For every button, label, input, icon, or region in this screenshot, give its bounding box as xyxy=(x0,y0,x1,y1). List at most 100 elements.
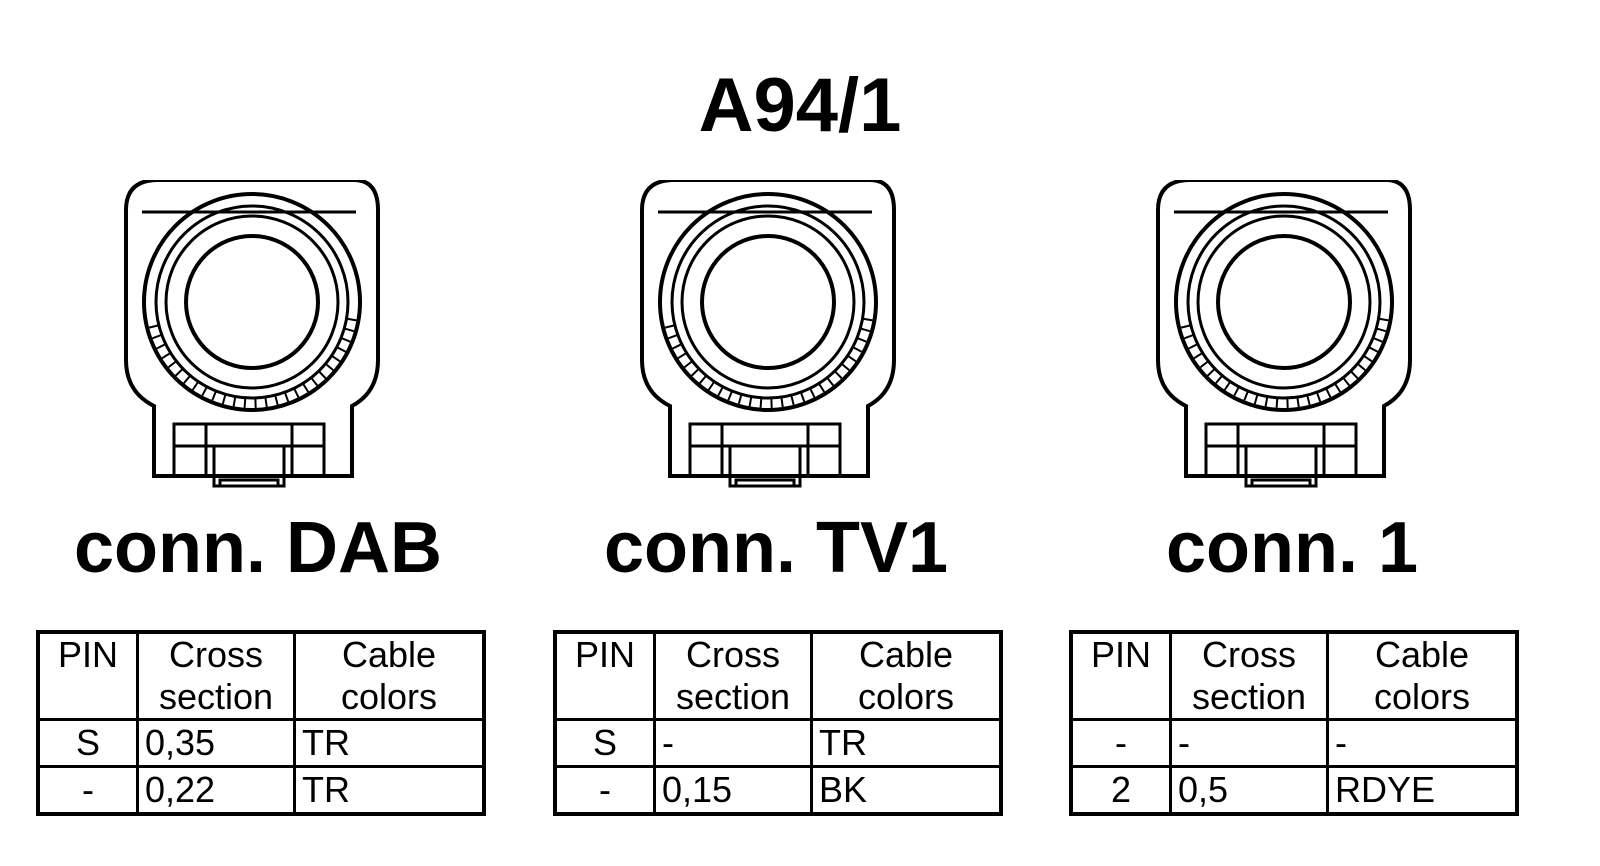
knurl-ring xyxy=(670,204,866,400)
cross-section-cell: 0,5 xyxy=(1169,765,1329,816)
knurl-tick xyxy=(1315,391,1322,402)
pin-cell: S xyxy=(36,718,139,768)
knurl-tick xyxy=(1275,397,1279,408)
pin-cell: S xyxy=(553,718,656,768)
pin-header: PIN xyxy=(1069,630,1172,721)
knurl-ring xyxy=(1186,204,1382,400)
knurl-tick xyxy=(1342,377,1351,387)
table-row: S 0,35 TR xyxy=(36,718,486,768)
knurl-tick xyxy=(790,394,795,406)
knurl-tick xyxy=(1325,387,1332,398)
knurl-tick xyxy=(175,367,184,377)
latch-box xyxy=(1204,422,1358,478)
knurl-tick xyxy=(1215,374,1224,384)
knurl-tick xyxy=(717,386,724,397)
knurl-tick xyxy=(780,396,784,408)
knurl-tick xyxy=(1306,394,1311,406)
pin-cell: - xyxy=(1069,718,1172,768)
cross-section-cell: 0,22 xyxy=(136,765,296,816)
knurl-tick xyxy=(833,370,843,379)
knurl-tick xyxy=(1264,396,1269,407)
knurl-tick xyxy=(799,391,806,402)
knurl-tick xyxy=(727,390,733,401)
knurl-tick xyxy=(152,333,163,340)
knurl-tick xyxy=(860,327,871,333)
table-row: - 0,22 TR xyxy=(36,765,486,816)
knurl-tick xyxy=(1243,390,1249,401)
knurl-tick xyxy=(847,354,857,363)
knurl-tick xyxy=(1368,346,1379,353)
pin-header: PIN xyxy=(553,630,656,721)
knurl-tick xyxy=(664,324,676,329)
knurl-tick xyxy=(183,374,192,384)
knurl-tick xyxy=(1233,386,1240,397)
knurl-tick xyxy=(324,362,334,371)
pin-cell: - xyxy=(553,765,656,816)
knurl-ring xyxy=(154,204,350,400)
knurl-tick xyxy=(707,381,716,391)
cross-section-cell: - xyxy=(1169,718,1329,768)
knurl-tick xyxy=(201,386,208,397)
knurl-tick xyxy=(852,346,863,353)
table-row: 2 0,5 RDYE xyxy=(1069,765,1519,816)
cable-color-cell: RDYE xyxy=(1326,765,1519,816)
knurl-tick xyxy=(167,360,177,369)
knurl-tick xyxy=(340,337,351,343)
knurl-tick xyxy=(156,343,167,350)
knurl-tick xyxy=(1376,327,1387,333)
knurl-tick xyxy=(748,396,753,407)
connector-tv1-drawing xyxy=(640,180,896,488)
mid-ring xyxy=(164,214,340,390)
housing-outline xyxy=(1156,180,1412,478)
connector-1-label: conn. 1 xyxy=(1165,508,1419,588)
knurl-tick xyxy=(264,396,268,408)
knurl-tick xyxy=(336,346,347,353)
knurl-tick xyxy=(232,396,237,407)
knurl-tick xyxy=(862,317,873,322)
diagram-title: A94/1 xyxy=(698,63,902,148)
mid-ring xyxy=(1196,214,1372,390)
knurl-tick xyxy=(840,362,850,371)
knurl-tick xyxy=(283,391,290,402)
outer-ring xyxy=(142,192,362,412)
knurl-tick xyxy=(243,397,247,408)
knurl-tick xyxy=(856,337,867,343)
knurl-tick xyxy=(161,352,172,360)
inner-ring xyxy=(700,234,836,370)
knurl-tick xyxy=(672,343,683,350)
cable-color-cell: TR xyxy=(293,765,486,816)
table-row: S - TR xyxy=(553,718,1003,768)
latch-box xyxy=(172,422,326,478)
knurl-tick xyxy=(274,394,279,406)
knurl-tick xyxy=(331,354,341,363)
connector-dab-label: conn. DAB xyxy=(74,508,442,588)
knurl-tick xyxy=(737,394,743,405)
connector-tv1-label: conn. TV1 xyxy=(603,508,949,588)
connector-dab-drawing xyxy=(124,180,380,488)
knurl-tick xyxy=(211,390,217,401)
latch-box xyxy=(688,422,842,478)
knurl-tick xyxy=(317,370,327,379)
cable-color-cell: BK xyxy=(810,765,1003,816)
knurl-tick xyxy=(310,377,319,387)
knurl-tick xyxy=(759,397,763,408)
latch-tab xyxy=(728,446,802,488)
knurl-tick xyxy=(809,387,816,398)
knurl-tick xyxy=(1199,360,1209,369)
knurl-tick xyxy=(1188,343,1199,350)
knurl-tick xyxy=(1253,394,1259,405)
knurl-tick xyxy=(302,382,310,393)
inner-ring xyxy=(1216,234,1352,370)
outer-ring xyxy=(658,192,878,412)
